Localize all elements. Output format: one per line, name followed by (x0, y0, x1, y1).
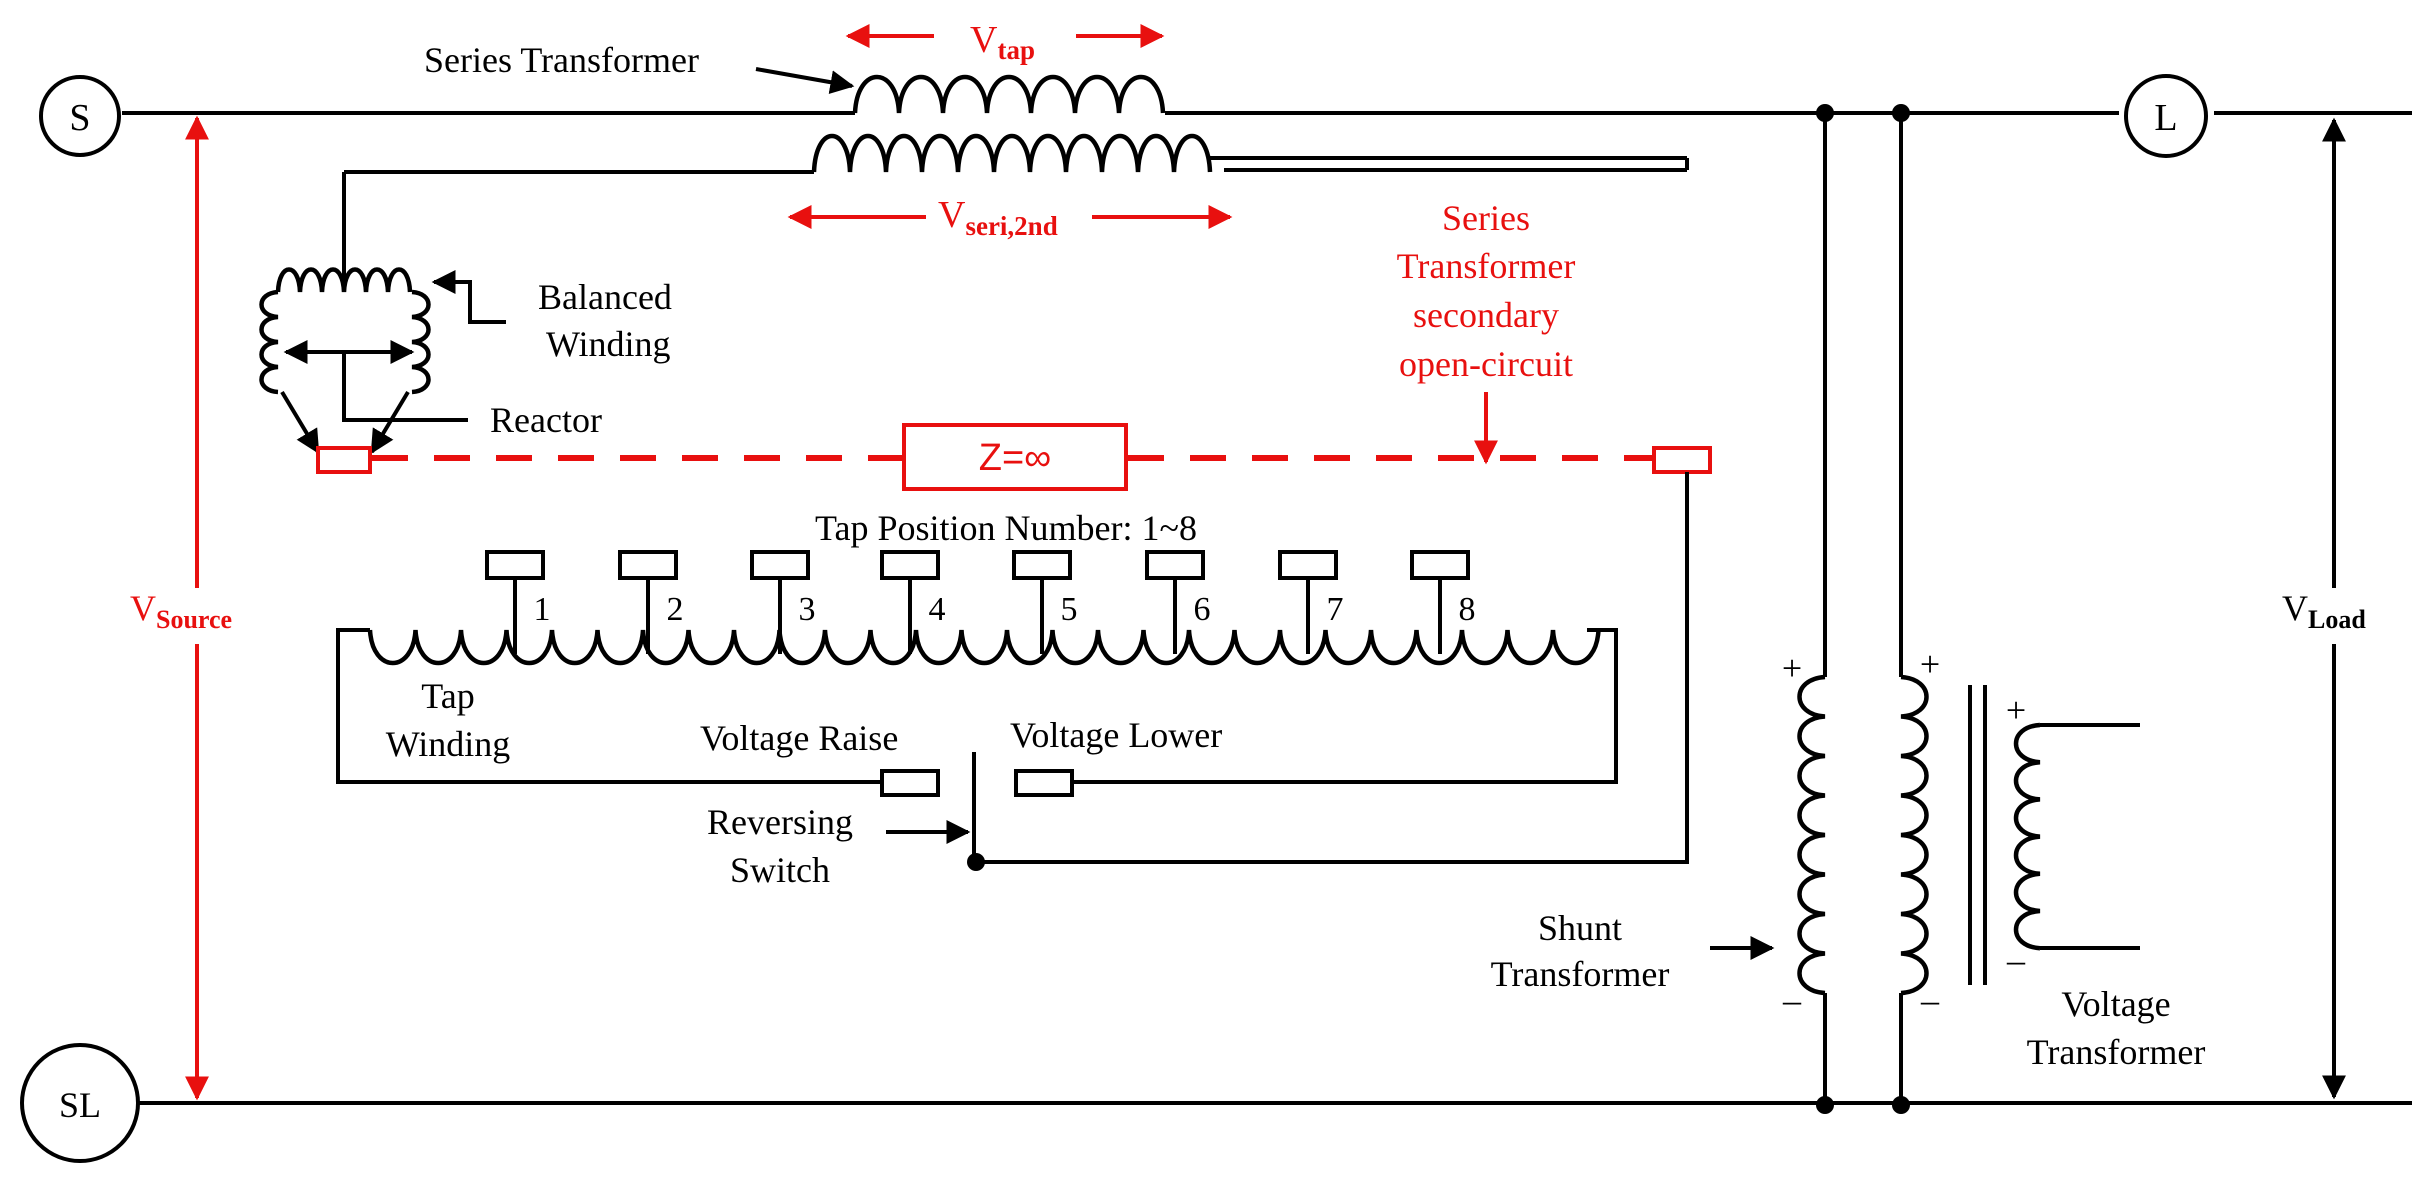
open-circuit-path: Z=∞ (316, 423, 1712, 491)
shunt-transformer-label-line-2: Transformer (1491, 954, 1670, 994)
tap-contact: 1 (485, 550, 551, 654)
tap-number-label: 8 (1459, 591, 1476, 628)
vt-plus: + (2006, 690, 2026, 730)
series-transformer-primary (852, 74, 1166, 114)
series-transformer-pointer (755, 67, 855, 95)
tap-position-label: Tap Position Number: 1~8 (815, 508, 1197, 548)
tap-number-label: 4 (929, 591, 946, 628)
v-load-subscript: Load (2308, 605, 2366, 634)
v-seri-subscript: seri,2nd (965, 211, 1057, 241)
tap-winding-label-line-1: Tap (421, 676, 474, 716)
tap-number-label: 1 (534, 591, 551, 628)
v-source-label: V (130, 588, 156, 628)
open-circuit-note: Series Transformer secondary open-circui… (1397, 198, 1576, 465)
reversing-switch (880, 472, 1689, 871)
source-node: S (39, 75, 121, 157)
vt-minus: – (2006, 940, 2026, 980)
open-circuit-note-line-1: Series (1442, 198, 1530, 238)
balanced-winding-label-line-2: Winding (546, 324, 671, 364)
svg-text:Vtap: Vtap (970, 19, 1035, 65)
tap-contact: 2 (618, 550, 684, 654)
open-circuit-note-line-4: open-circuit (1399, 344, 1573, 384)
shunt-plus-left: + (1782, 648, 1802, 688)
v-source-subscript: Source (156, 605, 232, 634)
tap-number-label: 6 (1194, 591, 1211, 628)
source-return-node: SL (20, 1043, 140, 1163)
tap-number-label: 3 (799, 591, 816, 628)
v-source-arrow: VSource (128, 115, 262, 1101)
source-return-node-label: SL (59, 1085, 101, 1125)
tap-winding-label-line-2: Winding (386, 724, 511, 764)
voltage-transformer-label-line-2: Transformer (2027, 1032, 2206, 1072)
source-node-label: S (69, 97, 90, 139)
load-node: L (2124, 74, 2208, 158)
tap-number-label: 7 (1327, 591, 1344, 628)
tap-winding: 1 2 3 4 5 6 7 8 (336, 550, 1618, 784)
load-node-label: L (2154, 97, 2177, 139)
reversing-switch-label-line-2: Switch (730, 850, 830, 890)
v-tap-subscript: tap (997, 35, 1035, 65)
open-circuit-note-line-3: secondary (1413, 295, 1559, 335)
tap-contact: 4 (880, 550, 946, 654)
tap-contact: 6 (1145, 550, 1211, 654)
shunt-transformer-label-line-1: Shunt (1538, 908, 1622, 948)
shunt-minus-left: – (1782, 980, 1802, 1020)
v-load-arrow: VLoad (2278, 117, 2396, 1100)
voltage-raise-label: Voltage Raise (700, 718, 898, 758)
voltage-transformer: + – (2006, 690, 2140, 980)
tap-contact: 5 (1012, 550, 1078, 654)
impedance-box (902, 423, 1128, 491)
voltage-transformer-label-line-1: Voltage (2061, 984, 2170, 1024)
series-transformer-secondary (344, 133, 1689, 174)
svg-text:VLoad: VLoad (2282, 588, 2366, 634)
tap-number-label: 5 (1061, 591, 1078, 628)
tap-number-label: 2 (667, 591, 684, 628)
tap-contact: 8 (1410, 550, 1476, 654)
shunt-minus-right: – (1920, 980, 1940, 1020)
tap-contact: 3 (750, 550, 816, 654)
voltage-lower-label: Voltage Lower (1010, 715, 1222, 755)
svg-text:VSource: VSource (130, 588, 232, 634)
secondary-terminal-box (1652, 446, 1712, 474)
impedance-label: Z=∞ (979, 437, 1052, 479)
shunt-transformer: + – + – (1710, 104, 1987, 1114)
voltage-raise-contact (880, 769, 940, 797)
v-seri-arrow: Vseri,2nd (787, 194, 1233, 241)
v-load-label: V (2282, 588, 2308, 628)
reactor-label: Reactor (490, 400, 602, 440)
balanced-winding-label-line-1: Balanced (538, 277, 672, 317)
v-seri-label: V (938, 194, 966, 236)
v-tap-label: V (970, 19, 998, 61)
reversing-switch-label-line-1: Reversing (707, 802, 853, 842)
voltage-lower-contact (1014, 769, 1074, 797)
balanced-winding (259, 172, 506, 455)
open-circuit-note-line-2: Transformer (1397, 246, 1576, 286)
shunt-plus-right: + (1920, 644, 1940, 684)
svg-text:Vseri,2nd: Vseri,2nd (938, 194, 1058, 241)
v-tap-arrow: Vtap (845, 19, 1165, 65)
tap-contact: 7 (1278, 550, 1344, 654)
series-transformer-label: Series Transformer (424, 40, 699, 80)
